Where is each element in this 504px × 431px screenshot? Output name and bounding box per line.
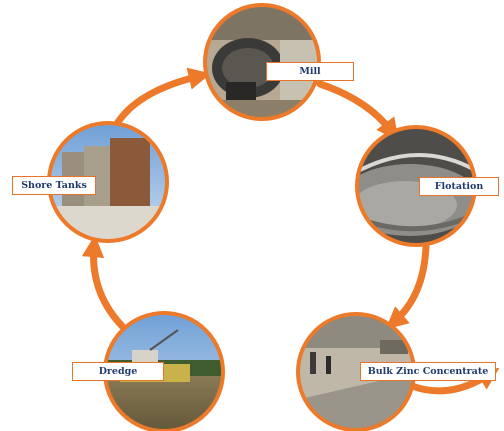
bulk-concentrate-photo [296,312,416,431]
label-dredge: Dredge [72,362,164,381]
cycle-arrows [81,67,500,395]
label-mill: Mill [266,62,354,81]
label-bulk-zinc-concentrate: Bulk Zinc Concentrate [360,362,496,381]
arrow-dredge-to-shore [81,234,126,330]
label-shore-tanks: Shore Tanks [12,176,96,195]
arrow-flotation-to-bulk [385,242,430,330]
label-flotation: Flotation [419,177,499,196]
arrow-mill-to-flotation [316,80,399,141]
arrow-shore-to-mill [114,67,211,126]
